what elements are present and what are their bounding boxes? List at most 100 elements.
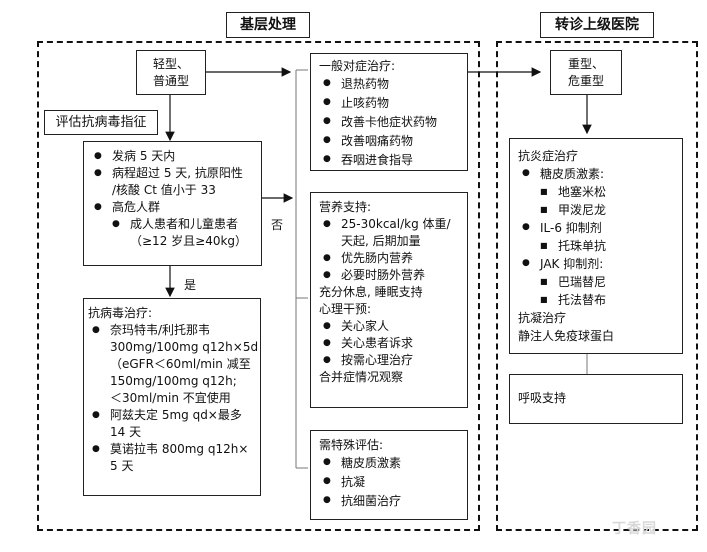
bullet-dot-icon: ●: [94, 151, 102, 161]
antiviral-item: ● 奈玛特韦/利托那韦: [88, 322, 260, 339]
bullet-square-icon: ■: [540, 277, 548, 286]
bullet-dot-icon: ●: [522, 222, 530, 232]
nutrition-text: 25-30kcal/kg 体重/: [341, 217, 451, 231]
criteria-text: 病程超过 5 天, 抗原阳性: [112, 166, 243, 180]
bullet-dot-icon: ●: [323, 270, 331, 280]
antiviral-item: ●阿兹夫定 5mg qd×最多: [88, 407, 260, 424]
rest-support-text: 充分休息, 睡眠支持: [319, 285, 423, 299]
symptomatic-title: 一般对症治疗:: [319, 59, 396, 73]
criteria-sub-item: ● 成人患者和儿童患者: [90, 216, 261, 233]
special-item: ●抗细菌治疗: [319, 492, 467, 511]
drug-text: 托珠单抗: [558, 239, 607, 253]
antiviral-continuation: 300mg/100mg q12h×5d: [110, 340, 259, 354]
criteria-text: 发病 5 天内: [112, 149, 176, 163]
symptomatic-item: ● 改善卡他症状药物: [319, 113, 467, 132]
anti-inflammatory-box: 抗炎症治疗●糖皮质激素:■地塞米松■甲泼尼龙●IL-6 抑制剂■托珠单抗●JAK…: [509, 138, 683, 354]
criteria-sub-continuation: （≥12 岁且≥40kg）: [130, 234, 248, 248]
criteria-item: ● 病程超过 5 天, 抗原阳性: [90, 165, 261, 182]
bullet-dot-icon: ●: [522, 258, 530, 268]
anti-extra-text: 抗凝治疗: [518, 311, 567, 325]
psych-text: 关心家人: [341, 319, 390, 333]
special-text: 抗细菌治疗: [341, 494, 402, 508]
nutrition-text: 必要时肠外营养: [341, 268, 426, 282]
nutrition-text: 优先肠内营养: [341, 251, 414, 265]
bullet-dot-icon: ●: [323, 116, 331, 126]
severe-case-line-1: 重型、: [567, 57, 604, 71]
psych-item: ● 关心家人: [319, 318, 467, 335]
primary-care-region: [37, 41, 480, 531]
drug-text: 甲泼尼龙: [558, 203, 607, 217]
bullet-dot-icon: ●: [323, 338, 331, 348]
drug-item: ■ 托珠单抗: [518, 237, 682, 255]
primary-care-title: 基层处理: [226, 12, 310, 38]
bullet-dot-icon: ●: [323, 253, 331, 263]
bullet-dot-icon: ●: [323, 476, 331, 486]
bullet-dot-icon: ●: [323, 457, 331, 467]
bullet-dot-icon: ●: [94, 202, 102, 212]
mild-case-box: 轻型、 普通型: [136, 50, 206, 95]
drug-item: ■巴瑞替尼: [518, 273, 682, 291]
nutrition-item: ● 25-30kcal/kg 体重/: [319, 216, 467, 233]
drug-item: ■地塞米松: [518, 183, 682, 201]
nutrition-continuation: 天起, 后期加量: [341, 234, 421, 248]
special-text: 抗凝: [341, 475, 366, 489]
symptomatic-text: 改善卡他症状药物: [341, 115, 438, 129]
anti-extra-text: 静注人免疫球蛋白: [518, 329, 615, 343]
supportive-care-box: 营养支持:●25-30kcal/kg 体重/天起, 后期加量●优先肠内营养●必要…: [310, 192, 468, 408]
bullet-dot-icon: ●: [323, 154, 331, 164]
anti-inflammatory-title: 抗炎症治疗: [518, 149, 579, 163]
antiviral-continuation: ＜30ml/min 不宜使用: [110, 391, 231, 405]
drug-group-item: ●IL-6 抑制剂: [518, 219, 682, 237]
referral-region: [496, 41, 698, 531]
bullet-dot-icon: ●: [94, 168, 102, 178]
drug-group-text: JAK 抑制剂:: [540, 257, 604, 271]
watermark-text: 丁香园: [612, 521, 657, 537]
bullet-dot-icon: ●: [92, 325, 100, 335]
drug-group-text: 糖皮质激素:: [540, 167, 605, 181]
antiviral-text: 莫诺拉韦 800mg q12h×: [110, 442, 249, 456]
bullet-dot-icon: ●: [323, 355, 331, 365]
antiviral-text: 奈玛特韦/利托那韦: [110, 323, 211, 337]
bullet-square-icon: ■: [540, 205, 548, 214]
bullet-square-icon: ■: [540, 241, 548, 250]
antiviral-criteria-box: ●发病 5 天内●病程超过 5 天, 抗原阳性/核酸 Ct 值小于 33●高危人…: [83, 141, 262, 266]
mild-case-line-1: 轻型、: [152, 57, 189, 71]
severe-case-line-2: 危重型: [567, 74, 604, 88]
bullet-dot-icon: ●: [112, 219, 120, 229]
respiratory-support-text: 呼吸支持: [518, 391, 567, 405]
antiviral-item: ●莫诺拉韦 800mg q12h×: [88, 441, 260, 458]
special-assessment-box: 需特殊评估:●糖皮质激素●抗凝●抗细菌治疗: [310, 430, 468, 520]
no-label: 否: [271, 218, 284, 232]
bullet-dot-icon: ●: [323, 135, 331, 145]
bullet-dot-icon: ●: [323, 321, 331, 331]
special-item: ● 抗凝: [319, 473, 467, 492]
bullet-square-icon: ■: [540, 187, 548, 196]
complication-text: 合并症情况观察: [319, 370, 404, 384]
antiviral-continuation: 150mg/100mg q12h;: [110, 374, 237, 388]
psych-item: ● 按需心理治疗: [319, 352, 467, 369]
psych-text: 按需心理治疗: [341, 353, 414, 367]
severe-case-box: 重型、 危重型: [550, 50, 622, 95]
psych-title: 心理干预:: [319, 302, 372, 316]
assess-antiviral-label: 评估抗病毒指征: [44, 110, 158, 135]
bullet-square-icon: ■: [540, 295, 548, 304]
psych-text: 关心患者诉求: [341, 336, 414, 350]
special-title: 需特殊评估:: [319, 438, 384, 452]
symptomatic-treatment-box: 一般对症治疗:●退热药物●止咳药物●改善卡他症状药物●改善咽痛药物●吞咽进食指导: [310, 53, 468, 171]
symptomatic-item: ●改善咽痛药物: [319, 132, 467, 151]
psych-item: ● 关心患者诉求: [319, 335, 467, 352]
symptomatic-item: ●退热药物: [319, 75, 467, 94]
bullet-dot-icon: ●: [323, 97, 331, 107]
antiviral-continuation: 14 天: [110, 425, 142, 439]
criteria-sub-text: 成人患者和儿童患者: [130, 217, 239, 231]
antiviral-continuation: （eGFR＜60ml/min 减至: [110, 357, 251, 371]
nutrition-item: ● 必要时肠外营养: [319, 267, 467, 284]
symptomatic-text: 退热药物: [341, 77, 390, 91]
drug-item: ■ 甲泼尼龙: [518, 201, 682, 219]
criteria-text: 高危人群: [112, 200, 161, 214]
bullet-dot-icon: ●: [522, 168, 530, 178]
bullet-dot-icon: ●: [323, 219, 331, 229]
criteria-item: ● 发病 5 天内: [90, 148, 261, 165]
